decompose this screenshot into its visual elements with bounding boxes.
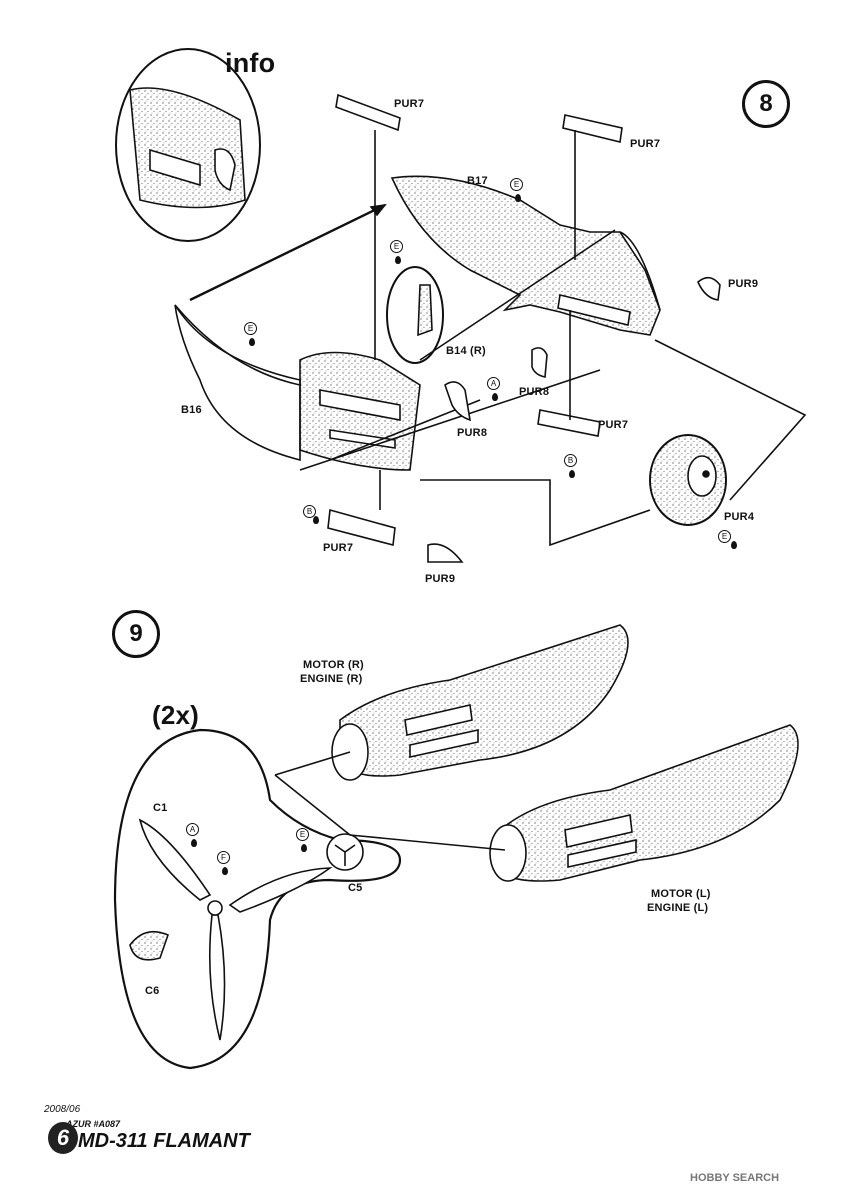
footer-code: AZUR #A087 bbox=[66, 1119, 121, 1129]
label-motor-left: MOTOR (L) bbox=[651, 888, 711, 900]
paint-drop-icon bbox=[301, 844, 307, 852]
footer-date: 2008/06 bbox=[44, 1104, 81, 1115]
part-pur7-mid bbox=[537, 409, 601, 437]
paint-code-b17: E bbox=[510, 178, 523, 191]
paint-code-e-pur4: E bbox=[718, 530, 731, 543]
part-pur7-top-right bbox=[562, 114, 623, 143]
label-engine-left: ENGINE (L) bbox=[647, 902, 709, 914]
paint-drop-icon bbox=[395, 256, 401, 264]
paint-drop-icon bbox=[222, 867, 228, 875]
label-pur8-right: PUR8 bbox=[519, 386, 550, 398]
paint-drop-icon bbox=[492, 393, 498, 401]
label-pur9-bottom: PUR9 bbox=[425, 573, 456, 585]
part-b16-shape bbox=[174, 304, 301, 462]
propeller-blade-2 bbox=[228, 867, 333, 913]
label-pur8-left: PUR8 bbox=[457, 427, 488, 439]
paint-drop-icon bbox=[313, 516, 319, 524]
info-label: info bbox=[225, 48, 276, 78]
part-c6-shape bbox=[129, 930, 169, 961]
label-c1: C1 bbox=[153, 802, 168, 814]
step-9-badge: 9 bbox=[112, 610, 160, 658]
label-pur9-right: PUR9 bbox=[728, 278, 759, 290]
label-pur7-mid: PUR7 bbox=[598, 419, 629, 431]
paint-drop-icon bbox=[191, 839, 197, 847]
label-b17: B17 bbox=[467, 175, 488, 187]
part-pur9-right bbox=[697, 276, 721, 301]
paint-drop-icon bbox=[569, 470, 575, 478]
engine-right-shape bbox=[339, 624, 629, 777]
part-pur7-bottom bbox=[327, 508, 396, 547]
part-pur7-top-left bbox=[335, 93, 401, 132]
label-c5: C5 bbox=[348, 882, 363, 894]
paint-code-f-c1: F bbox=[217, 851, 230, 864]
paint-drop-icon bbox=[731, 541, 737, 549]
label-engine-right: ENGINE (R) bbox=[300, 673, 363, 685]
label-pur4: PUR4 bbox=[724, 511, 755, 523]
label-b14r: B14 (R) bbox=[446, 345, 486, 357]
paint-code-b14: E bbox=[390, 240, 403, 253]
info-detail-ellipse bbox=[115, 48, 261, 242]
paint-code-b-pur7: B bbox=[564, 454, 577, 467]
paint-drop-icon bbox=[515, 194, 521, 202]
label-pur7-top-right: PUR7 bbox=[630, 138, 661, 150]
label-pur7-bottom: PUR7 bbox=[323, 542, 354, 554]
label-c6: C6 bbox=[145, 985, 160, 997]
footer-title: MD-311 FLAMANT bbox=[78, 1130, 250, 1152]
paint-code-e-c5: E bbox=[296, 828, 309, 841]
paint-code-a-c1: A bbox=[186, 823, 199, 836]
part-pur9-bottom bbox=[427, 543, 464, 563]
label-b16: B16 bbox=[181, 404, 202, 416]
paint-code-b16: E bbox=[244, 322, 257, 335]
watermark: HOBBY SEARCH bbox=[690, 1172, 780, 1184]
page-number: 6 bbox=[48, 1122, 78, 1154]
multiplier-label: (2x) bbox=[152, 700, 200, 730]
propeller-blade-1 bbox=[138, 818, 212, 901]
propeller-detail-outline bbox=[113, 728, 402, 1070]
label-motor-right: MOTOR (R) bbox=[303, 659, 364, 671]
paint-code-a-pur8: A bbox=[487, 377, 500, 390]
part-b17-shape bbox=[390, 175, 661, 336]
propeller-blade-3 bbox=[208, 914, 226, 1041]
part-pur8-left bbox=[444, 381, 472, 422]
paint-drop-icon bbox=[249, 338, 255, 346]
paint-code-b-pur7-bottom: B bbox=[303, 505, 316, 518]
part-b14-shape bbox=[386, 266, 444, 364]
step-8-badge: 8 bbox=[742, 80, 790, 128]
part-pur8-right bbox=[531, 347, 548, 378]
engine-left-shape bbox=[494, 724, 799, 882]
label-pur7-top-left: PUR7 bbox=[394, 98, 425, 110]
